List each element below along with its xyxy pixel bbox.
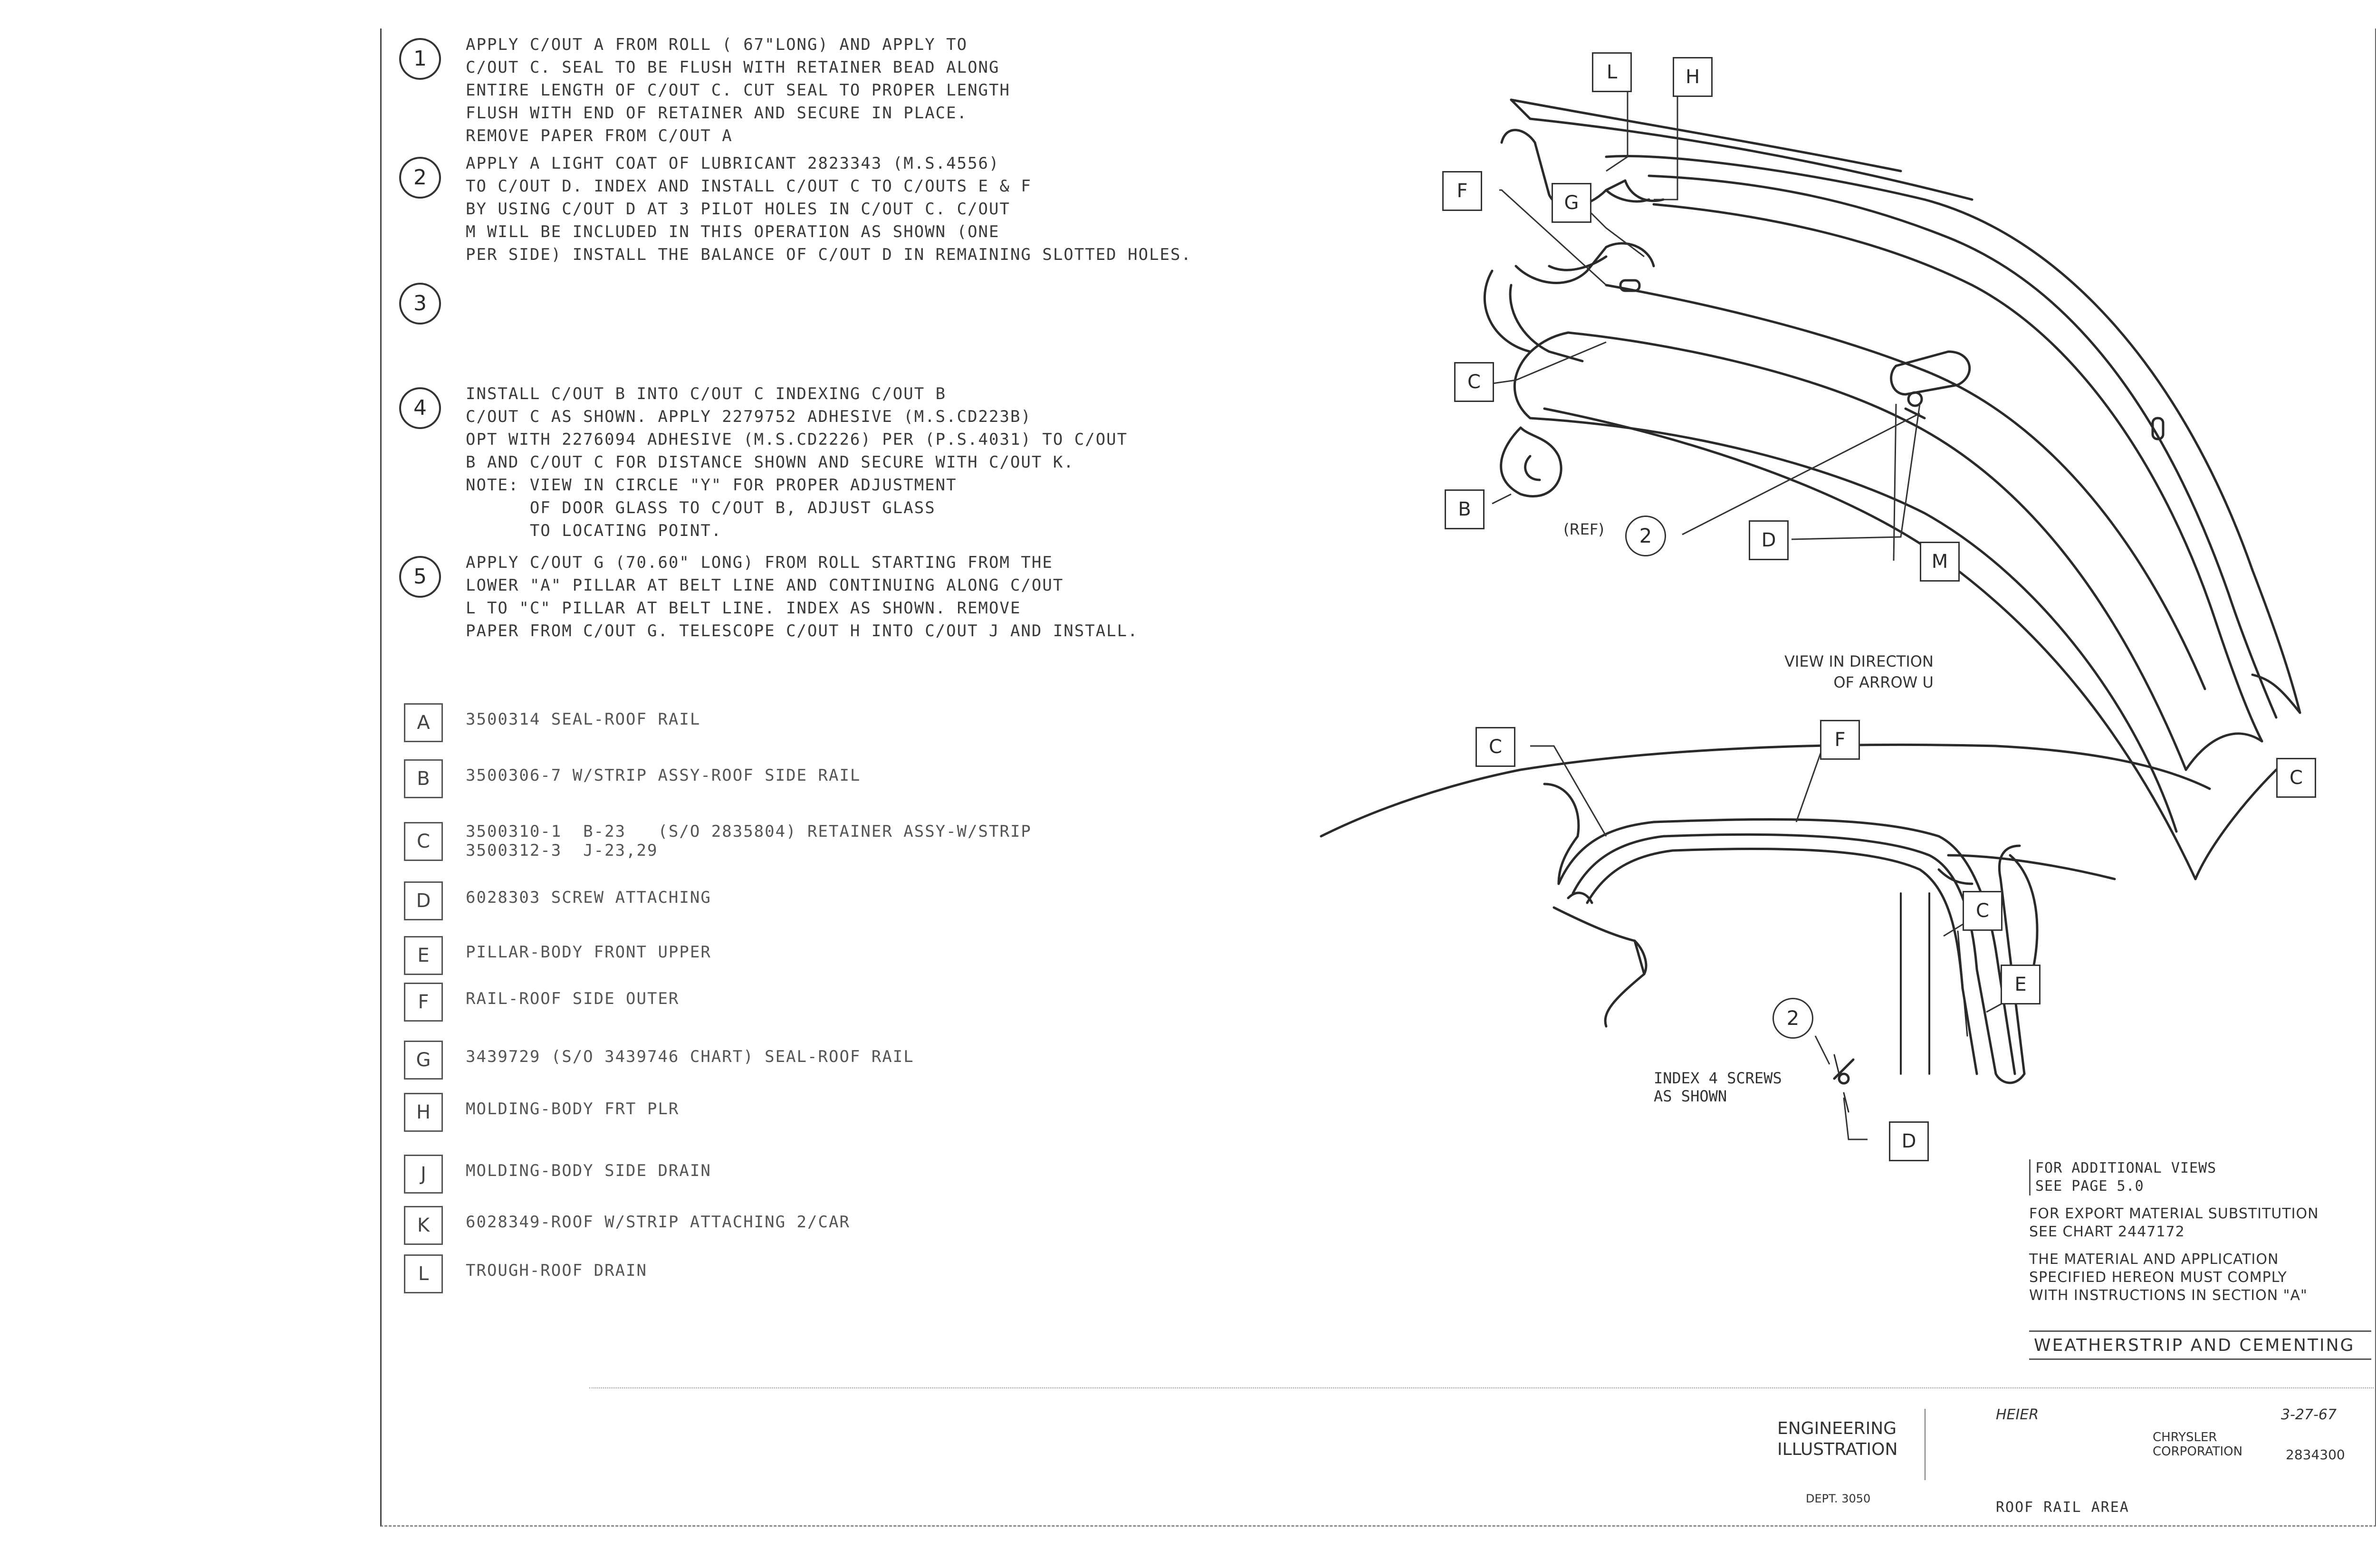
step-number-circle: 3 (399, 283, 441, 325)
callout-c-upper: C (1454, 362, 1494, 402)
callout-d-upper: D (1749, 520, 1789, 560)
callout-2-lower: 2 (1772, 998, 1813, 1039)
callout-d-lower: D (1889, 1121, 1929, 1161)
index-screws-label: INDEX 4 SCREWS AS SHOWN (1654, 1069, 1782, 1105)
additional-views-note: FOR ADDITIONAL VIEWS SEE PAGE 5.0 (2029, 1159, 2371, 1195)
callout-c-lower: C (1475, 727, 1515, 767)
dept-cell: ENGINEERING ILLUSTRATION (1768, 1409, 1926, 1480)
drawn-by: HEIER (1996, 1406, 2039, 1423)
part-letter: K (404, 1206, 443, 1245)
callout-f-lower: F (1820, 720, 1860, 760)
part-letter: G (404, 1041, 443, 1080)
drawing-date: 3-27-67 (2281, 1406, 2337, 1423)
part-description: PILLAR-BODY FRONT UPPER (466, 943, 711, 962)
step-number-circle: 1 (399, 38, 441, 80)
part-letter: L (404, 1254, 443, 1293)
part-letter: D (404, 881, 443, 920)
section-title-bar: WEATHERSTRIP AND CEMENTING (2029, 1330, 2371, 1360)
callout-l: L (1592, 52, 1632, 92)
part-letter: J (404, 1155, 443, 1194)
part-description: 3500314 SEAL-ROOF RAIL (466, 710, 701, 729)
step-instructions: APPLY C/OUT A FROM ROLL ( 67"LONG) AND A… (466, 35, 1010, 145)
step-instructions: APPLY A LIGHT COAT OF LUBRICANT 2823343 … (466, 154, 1192, 264)
part-description: MOLDING-BODY SIDE DRAIN (466, 1161, 711, 1180)
step-number-circle: 5 (399, 556, 441, 598)
callout-b: B (1445, 489, 1485, 529)
company-name: CHRYSLER CORPORATION (2153, 1430, 2243, 1459)
callout-f: F (1442, 171, 1482, 211)
part-description: 3439729 (S/O 3439746 CHART) SEAL-ROOF RA… (466, 1047, 914, 1066)
part-description: MOLDING-BODY FRT PLR (466, 1100, 680, 1119)
ref-label: (REF) (1563, 520, 1604, 538)
callout-g: G (1552, 183, 1591, 223)
sheet-border (380, 29, 2376, 1527)
dept-name: ENGINEERING ILLUSTRATION (1777, 1419, 1898, 1459)
view-direction-label: VIEW IN DIRECTION OF ARROW U (1784, 652, 1934, 691)
material-note: THE MATERIAL AND APPLICATION SPECIFIED H… (2029, 1251, 2308, 1304)
section-title: WEATHERSTRIP AND CEMENTING (2034, 1336, 2355, 1355)
dept-number: DEPT. 3050 (1806, 1492, 1871, 1505)
part-letter: E (404, 936, 443, 975)
part-description: 6028303 SCREW ATTACHING (466, 888, 711, 907)
part-letter: B (404, 759, 443, 798)
part-description: 6028349-ROOF W/STRIP ATTACHING 2/CAR (466, 1213, 850, 1232)
drawing-title: ROOF RAIL AREA (1996, 1499, 2129, 1516)
callout-e: E (2001, 965, 2041, 1004)
callout-c-right: C (2276, 758, 2316, 798)
step-instructions: APPLY C/OUT G (70.60" LONG) FROM ROLL ST… (466, 553, 1139, 641)
callout-m: M (1920, 542, 1960, 582)
part-letter: H (404, 1093, 443, 1132)
part-description: RAIL-ROOF SIDE OUTER (466, 989, 680, 1008)
callout-h: H (1673, 57, 1713, 97)
part-description: TROUGH-ROOF DRAIN (466, 1261, 647, 1280)
part-letter: F (404, 983, 443, 1022)
notes-block: FOR ADDITIONAL VIEWS SEE PAGE 5.0 FOR EX… (2029, 1159, 2371, 1305)
export-note: FOR EXPORT MATERIAL SUBSTITUTION SEE CHA… (2029, 1205, 2319, 1240)
step-instructions: INSTALL C/OUT B INTO C/OUT C INDEXING C/… (466, 384, 1128, 540)
part-letter: A (404, 703, 443, 742)
part-letter: C (404, 822, 443, 861)
part-description: 3500306-7 W/STRIP ASSY-ROOF SIDE RAIL (466, 766, 861, 785)
step-number-circle: 2 (399, 157, 441, 199)
part-description: 3500310-1 B-23 (S/O 2835804) RETAINER AS… (466, 822, 1032, 860)
callout-c-lower-right: C (1963, 891, 2002, 931)
callout-2-ref: 2 (1625, 516, 1666, 556)
title-block-divider (589, 1387, 2374, 1388)
drawing-number: 2834300 (2286, 1447, 2345, 1463)
step-number-circle: 4 (399, 387, 441, 429)
